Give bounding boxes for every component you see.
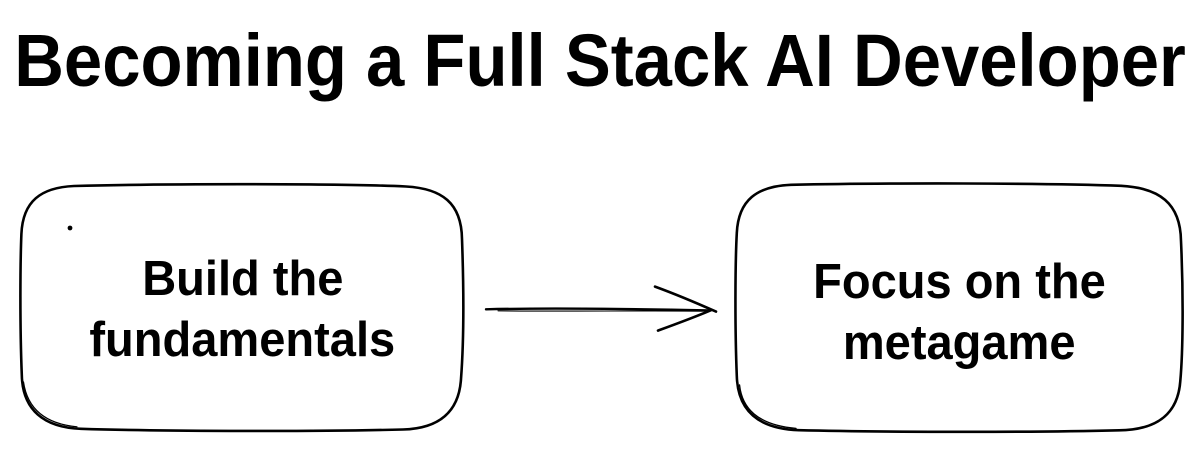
node-label-line: metagame [842,315,1076,370]
node-build-fundamentals-outline [19,182,465,433]
node-build-fundamentals-overdraw [22,381,78,428]
node-focus-metagame-outline [734,182,1184,434]
node-label-line: Focus on the [812,254,1106,309]
node-focus-metagame-overdraw [738,384,797,430]
node-label-line: fundamentals [89,312,396,367]
arrowhead-upper [653,285,718,313]
arrowhead-lower [656,308,713,332]
arrow-connector [484,285,718,332]
node-focus-metagame: Focus on the metagame [735,183,1183,432]
node-label-line: Build the [141,251,344,306]
ink-dot [67,225,73,231]
arrow-shaft [484,307,712,312]
diagram-title: Becoming a Full Stack AI Developer [14,18,1186,102]
node-build-fundamentals: Build the fundamentals [20,184,465,431]
